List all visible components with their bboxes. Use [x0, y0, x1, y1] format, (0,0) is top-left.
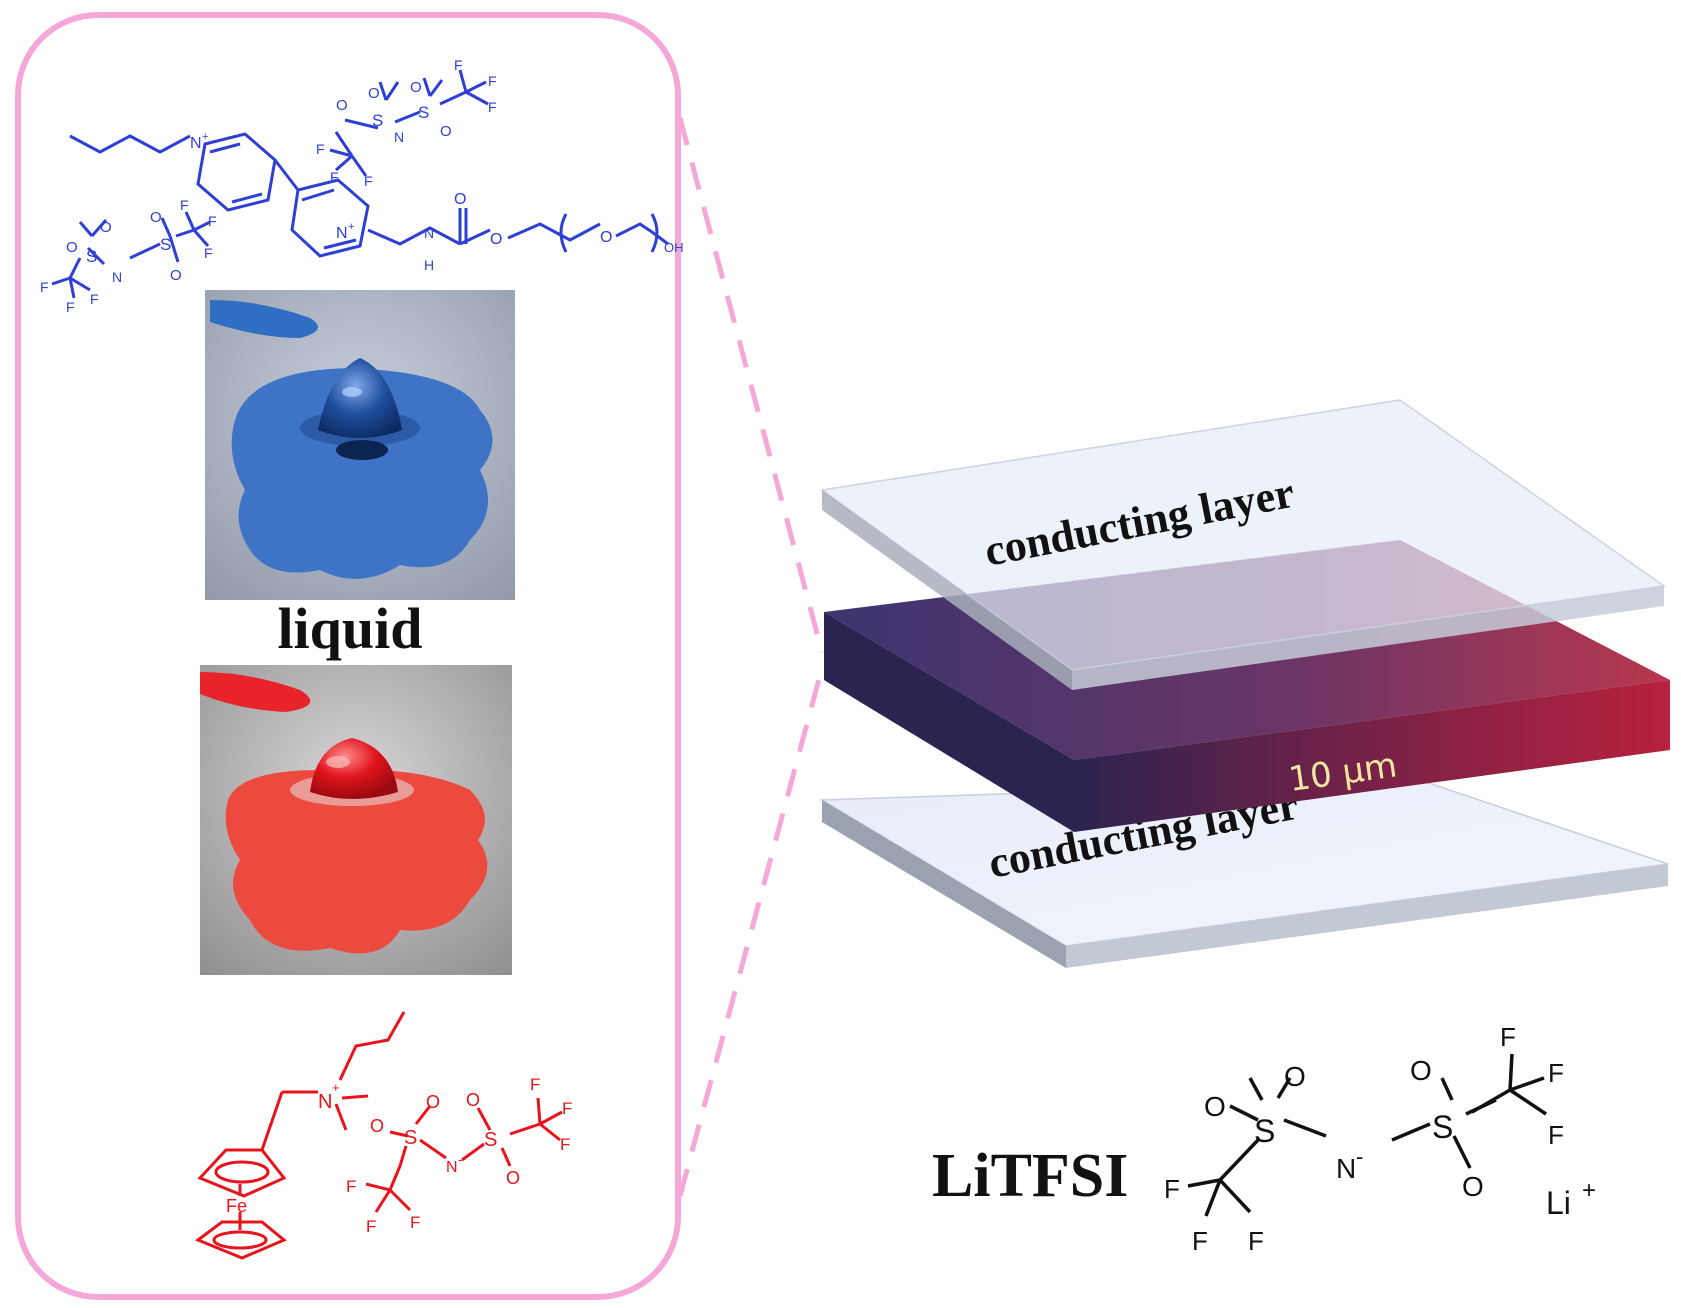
litfsi-s2: S — [1432, 1109, 1453, 1145]
blue-tfsi2-o4: O — [170, 267, 182, 284]
blue-tfsi1-o3: O — [410, 79, 422, 96]
top-conducting-layer: conducting layer — [820, 399, 1666, 690]
litfsi-o1: O — [1204, 1091, 1226, 1122]
litfsi-o4: O — [1462, 1171, 1484, 1202]
blue-tfsi1-f3: F — [488, 99, 497, 115]
liquid-label: liquid — [277, 596, 422, 661]
red-atom-n: N — [318, 1091, 332, 1113]
blue-atom-nh: N — [424, 225, 434, 241]
blue-tfsi2-o3: O — [150, 209, 162, 226]
litfsi-li: Li — [1546, 1185, 1571, 1221]
litfsi-label: LiTFSI — [932, 1142, 1128, 1210]
blue-tfsi1-f6: F — [364, 173, 373, 189]
litfsi-molecule — [1187, 1053, 1547, 1217]
red-atom-f1: F — [530, 1075, 540, 1094]
blue-tfsi2-f2: F — [208, 213, 217, 229]
blue-tfsi1-n: N — [394, 129, 404, 145]
litfsi-f2: F — [1548, 1058, 1564, 1088]
red-atom-o4: O — [506, 1168, 520, 1188]
blue-atom-oh: OH — [664, 240, 684, 255]
blue-tfsi2-f5: F — [66, 299, 75, 315]
blue-tfsi1-s2: S — [418, 103, 429, 122]
blue-atom-plus-1: + — [202, 131, 208, 143]
blue-tfsi2-f3: F — [204, 245, 213, 261]
zoom-line-bottom — [677, 667, 825, 1197]
blue-atom-o-carbonyl: O — [454, 191, 466, 208]
blue-tfsi1-o4: O — [440, 123, 452, 140]
red-atom-f5: F — [366, 1217, 376, 1236]
red-atom-fe: Fe — [226, 1196, 247, 1216]
red-atom-f6: F — [410, 1213, 420, 1232]
red-atom-f2: F — [562, 1099, 572, 1118]
blue-viologen-molecule — [51, 69, 669, 299]
zoom-line-top — [677, 117, 825, 653]
red-atom-n-plus: + — [332, 1080, 340, 1095]
litfsi-li-plus: + — [1582, 1177, 1596, 1204]
blue-tfsi2-f1: F — [180, 197, 189, 213]
blue-tfsi2-o2: O — [100, 219, 112, 236]
blue-liquid-drop-photo — [205, 290, 515, 600]
blue-tfsi1-f1: F — [454, 57, 463, 73]
red-atom-n-minus: N — [446, 1159, 458, 1176]
red-liquid-drop-photo — [200, 665, 512, 975]
litfsi-f5: F — [1192, 1226, 1208, 1256]
blue-tfsi2-s1: S — [86, 247, 97, 266]
blue-tfsi2-f6: F — [90, 291, 99, 307]
red-atom-o2: O — [426, 1092, 440, 1112]
blue-atom-o-peg: O — [600, 229, 612, 246]
litfsi-f3: F — [1548, 1120, 1564, 1150]
blue-atom-h: H — [424, 257, 434, 273]
red-atom-f4: F — [346, 1177, 356, 1196]
blue-atom-o-ester: O — [490, 231, 502, 248]
blue-atom-n-plus-2: N — [336, 225, 348, 242]
left-panel-frame — [15, 12, 681, 1300]
red-atom-s1: S — [404, 1127, 417, 1149]
blue-tfsi1-f4: F — [316, 141, 325, 157]
blue-atom-plus-2: + — [348, 221, 354, 233]
blue-tfsi2-n: N — [112, 269, 122, 285]
blue-tfsi2-f4: F — [40, 279, 49, 295]
blue-tfsi2-o1: O — [66, 239, 78, 256]
litfsi-o2: O — [1284, 1061, 1306, 1092]
blue-tfsi1-o2: O — [368, 85, 380, 102]
litfsi-minus: - — [1356, 1144, 1363, 1169]
litfsi-o3: O — [1410, 1055, 1432, 1086]
litfsi-f4: F — [1164, 1174, 1180, 1204]
blue-atom-n-plus-1: N — [190, 135, 202, 152]
blue-tfsi2-s2: S — [160, 235, 171, 254]
blue-tfsi1-o1: O — [336, 97, 348, 114]
red-atom-o3: O — [466, 1090, 480, 1110]
litfsi-s1: S — [1254, 1113, 1275, 1149]
red-atom-o1: O — [370, 1116, 384, 1136]
blue-tfsi1-f2: F — [488, 73, 497, 89]
litfsi-f6: F — [1248, 1226, 1264, 1256]
litfsi-f1: F — [1500, 1022, 1516, 1052]
red-atom-minus: - — [458, 1152, 462, 1167]
blue-tfsi1-s1: S — [372, 111, 383, 130]
red-atom-f3: F — [560, 1135, 570, 1154]
red-ferrocene-molecule — [194, 1011, 563, 1260]
red-atom-s2: S — [484, 1129, 497, 1151]
litfsi-n: N — [1336, 1153, 1356, 1184]
blue-tfsi1-f5: F — [330, 169, 339, 185]
